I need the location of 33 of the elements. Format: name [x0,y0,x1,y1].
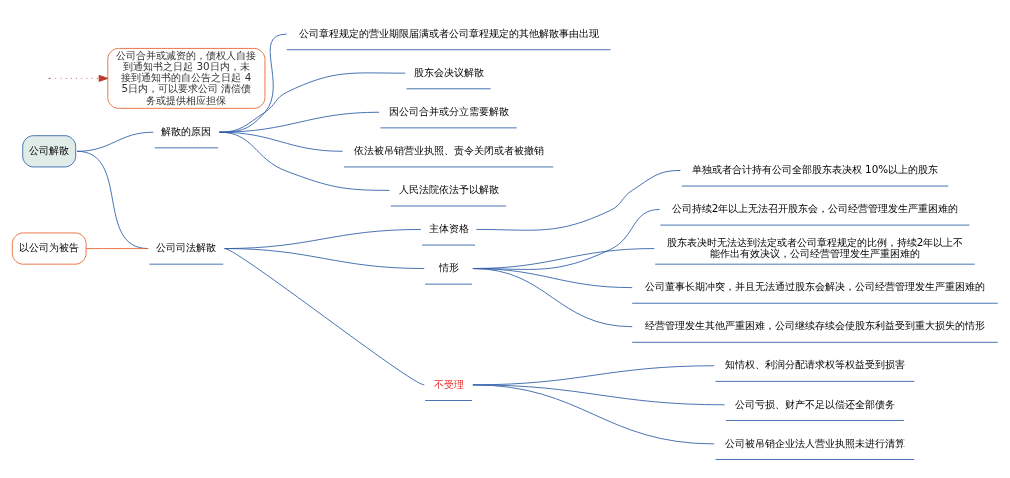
connector [85,248,149,249]
node-text: 主体资格 [428,222,469,235]
node-text: 公司持续2年以上无法召开股东会，公司经营管理发生严重困难的 [671,202,959,215]
connector [218,72,406,133]
connector [76,131,154,152]
node-text: 单独或者合计持有公司全部股东表决权 10%以上的股东 [691,163,939,176]
node-text: 经营管理发生其他严重困难，公司继续存续会使股东利益受到重大损失的情形 [644,319,985,332]
node-text: 公司董事长期冲突，并且无法通过股东会解决，公司经营管理发生严重困难的 [644,280,985,293]
connector [475,169,681,231]
connector [224,248,425,386]
node-text: 公司章程规定的营业期限届满或者公司章程规定的其他解散事由出现 [298,26,599,39]
node-text: 公司司法解散 [156,241,217,254]
arrow [49,74,109,82]
node-text: 不受理 [433,377,464,390]
node-text: 情形 [438,261,459,274]
node-text: 依法被吊销营业执照、责令关闭或者被撤销 [353,144,544,156]
connector [76,150,149,249]
node-text: 公司亏损、财产不足以偿还全部债务 [734,397,895,410]
node-text: 公司被吊销企业法人营业执照未进行清算 [724,436,905,449]
connector [218,111,380,133]
node-text: 解散的原因 [161,124,212,137]
connector [472,384,715,445]
node-box: 公司解散 [22,135,77,168]
connector [218,131,390,191]
node-text: 知情权、利润分配请求权等权益受到损害 [724,358,905,371]
node-text: 股东会决议解散 [413,65,484,78]
node-text: 因公司合并或分立需要解散 [388,104,509,117]
node-box: 公司合并或减资的，债权人自接到通知书之日起 30日内，未接到通知书的自公告之日起 45日内，可以要求公司 清偿债务或提供相应担保 [107,48,266,109]
node-text: 人民法院依法予以解散 [398,183,499,196]
node-text: 股东表决时无法达到法定或者公司章程规定的比例，持续2年以上不能作出有效决议，公司经营管理发生严重困难的 [666,235,964,259]
connector [472,268,633,328]
connector [224,248,425,269]
node-box: 以公司为被告 [11,232,87,265]
